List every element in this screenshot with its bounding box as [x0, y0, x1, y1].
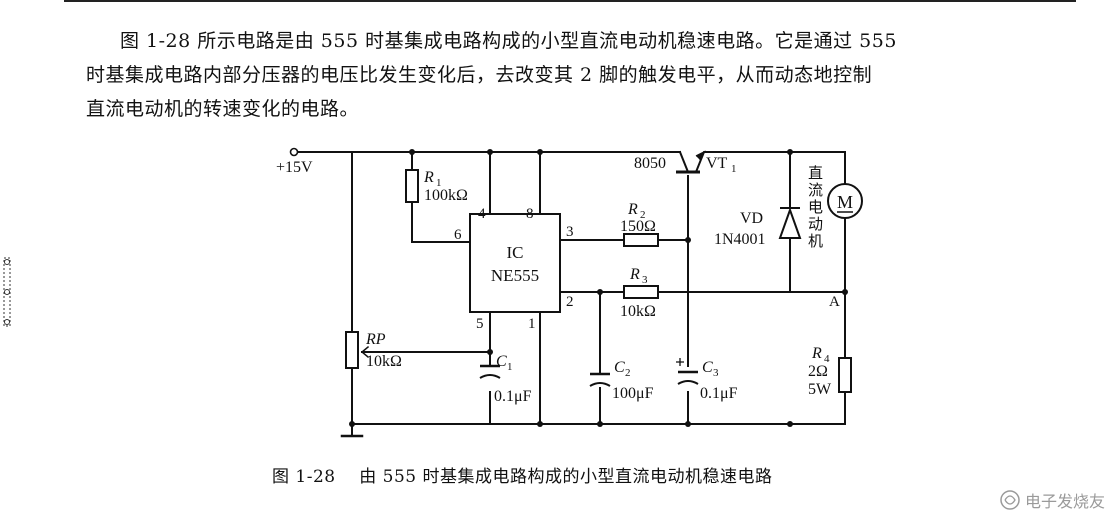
- c2-name: C: [614, 359, 625, 376]
- description-paragraph: 图 1-28 所示电路是由 555 时基集成电路构成的小型直流电动机稳速电路。它…: [86, 24, 1086, 126]
- paragraph-line-2: 时基集成电路内部分压器的电压比发生变化后，去改变其 2 脚的触发电平，从而动态地…: [86, 64, 873, 86]
- ic-box: [469, 213, 561, 313]
- resistor-r3: [623, 285, 659, 299]
- paragraph-line-1: 图 1-28 所示电路是由 555 时基集成电路构成的小型直流电动机稳速电路。它…: [120, 30, 897, 52]
- transistor-sub: 1: [731, 163, 737, 175]
- c3-sub: 3: [713, 367, 719, 379]
- watermark-text: 电子发烧友: [1024, 492, 1105, 511]
- node-a-label: A: [829, 294, 840, 310]
- pin-5: 5: [476, 316, 484, 332]
- r1-sub: 1: [436, 177, 442, 189]
- motor-label-char: 直: [808, 164, 823, 182]
- motor-m: M: [827, 183, 863, 219]
- transistor-type: 8050: [634, 155, 666, 172]
- supply-label: +15V: [276, 159, 313, 176]
- resistor-r2: [623, 233, 659, 247]
- pin-2: 2: [566, 294, 574, 310]
- r2-value: 150Ω: [620, 218, 656, 235]
- junction-dots: [349, 149, 848, 427]
- ic-part: NE555: [491, 266, 539, 285]
- motor-label: 直流电动机: [808, 164, 823, 250]
- r3-name: R: [629, 266, 640, 283]
- resistor-r4: [838, 357, 852, 393]
- capacitor-c3: [676, 358, 699, 385]
- c1-sub: 1: [507, 361, 513, 373]
- pin-1: 1: [528, 316, 536, 332]
- pin-8: 8: [526, 206, 534, 222]
- c3-name: C: [702, 359, 713, 376]
- c2-value: 100μF: [612, 385, 654, 402]
- r4-sub: 4: [824, 353, 830, 365]
- svg-text:M: M: [837, 192, 853, 212]
- c1-value: 0.1μF: [494, 388, 532, 405]
- potentiometer-rp: [345, 331, 359, 369]
- diode-vd: [778, 207, 802, 239]
- rp-name: RP: [365, 331, 386, 348]
- top-rule: [64, 0, 1076, 2]
- pin-4: 4: [478, 206, 486, 222]
- r3-sub: 3: [642, 274, 648, 286]
- capacitor-c2: [589, 372, 611, 387]
- paragraph-line-3: 直流电动机的转速变化的电路。: [86, 98, 360, 120]
- r1-value: 100kΩ: [424, 187, 468, 204]
- pin-6: 6: [454, 227, 462, 243]
- diode-name: VD: [740, 210, 763, 227]
- transistor-name: VT: [706, 155, 728, 172]
- c3-value: 0.1μF: [700, 385, 738, 402]
- rp-value: 10kΩ: [366, 353, 402, 370]
- watermark-logo-icon: [1000, 490, 1020, 510]
- pin-3: 3: [566, 224, 574, 240]
- page-edge-mark: [3, 257, 11, 327]
- diode-part: 1N4001: [714, 231, 766, 248]
- watermark: 电子发烧友: [999, 488, 1105, 512]
- figure-caption: 图 1-28 由 555 时基集成电路构成的小型直流电动机稳速电路: [272, 462, 773, 487]
- motor-label-char: 流: [808, 181, 823, 199]
- ic-name: IC: [507, 243, 524, 262]
- c2-sub: 2: [625, 367, 631, 379]
- transistor-vt1: [676, 150, 706, 174]
- r4-name: R: [811, 345, 822, 362]
- supply-terminal: [289, 147, 299, 157]
- figure-number: 图 1-28: [272, 467, 336, 487]
- r4-value: 2Ω: [808, 363, 828, 380]
- capacitor-c1: [479, 364, 501, 379]
- motor-label-char: 电: [808, 198, 823, 216]
- r2-sub: 2: [640, 209, 646, 221]
- r3-value: 10kΩ: [620, 303, 656, 320]
- r1-name: R: [423, 169, 434, 186]
- motor-label-char: 机: [808, 232, 823, 250]
- figure-title: 由 555 时基集成电路构成的小型直流电动机稳速电路: [359, 467, 773, 487]
- resistor-r1: [405, 169, 419, 203]
- c1-name: C: [496, 353, 507, 370]
- motor-label-char: 动: [808, 215, 823, 233]
- r2-name: R: [627, 201, 638, 218]
- r4-power: 5W: [808, 381, 832, 398]
